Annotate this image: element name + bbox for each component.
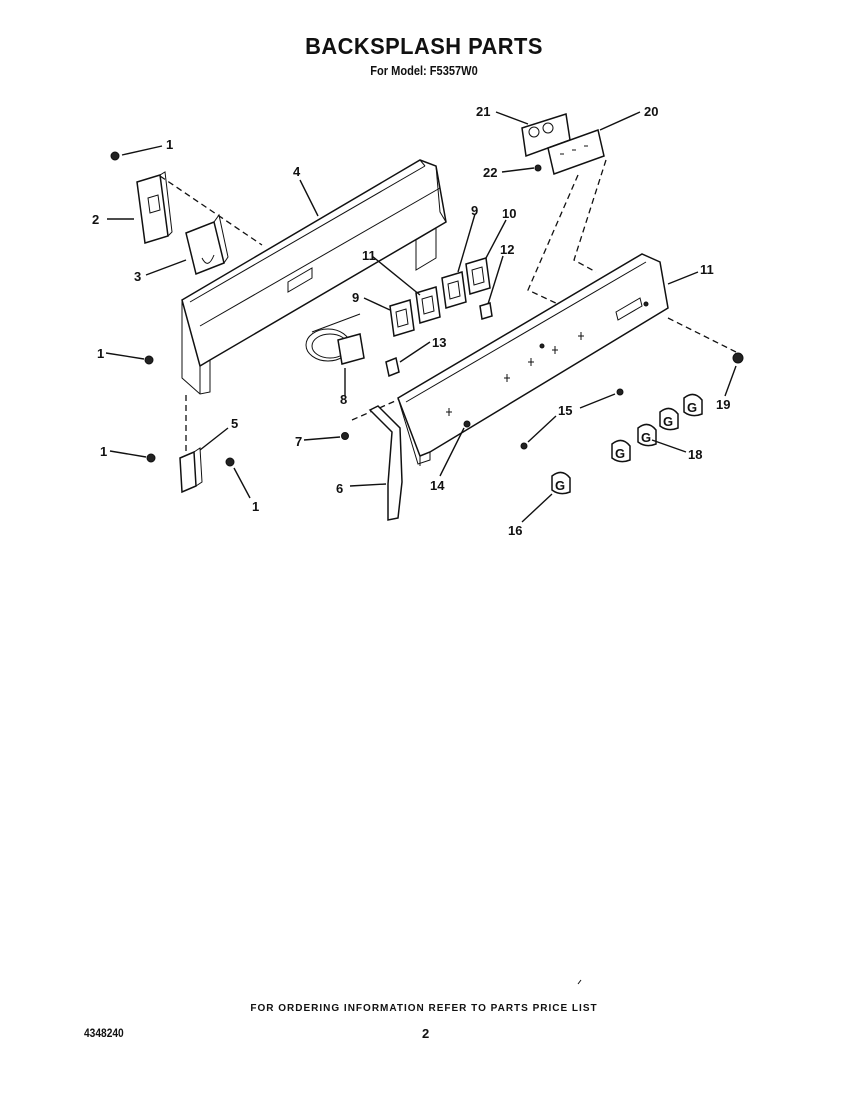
callout-14: 14 xyxy=(430,478,445,493)
callout-6: 6 xyxy=(336,481,343,496)
switch-part-10 xyxy=(465,219,507,295)
control-panel-part-11 xyxy=(397,253,699,466)
callout-15: 15 xyxy=(558,403,572,418)
screw-part-1-bottom xyxy=(225,457,251,499)
ordering-info-note: FOR ORDERING INFORMATION REFER TO PARTS … xyxy=(250,1003,598,1014)
screw-part-14 xyxy=(439,420,471,477)
callout-8: 8 xyxy=(340,392,347,407)
callout-1-bottom: 1 xyxy=(252,499,259,514)
callout-1-mid: 1 xyxy=(97,346,104,361)
indicator-light-part-12 xyxy=(479,255,504,320)
switch-part-9-left xyxy=(363,297,415,337)
callout-16: 16 xyxy=(508,523,522,538)
knob-part-16: G xyxy=(521,471,571,523)
screw-part-22 xyxy=(501,164,542,173)
bracket-part-3 xyxy=(145,213,229,276)
callout-20: 20 xyxy=(644,104,658,119)
screw-part-1-mid xyxy=(105,352,154,365)
callout-1-top: 1 xyxy=(166,137,173,152)
screw-part-15 xyxy=(520,388,624,450)
backsplash-housing-part-4 xyxy=(181,159,447,395)
screw-part-7 xyxy=(303,432,349,441)
callout-1-low: 1 xyxy=(100,444,107,459)
svg-text:G: G xyxy=(615,446,625,461)
callout-9-right: 9 xyxy=(471,203,478,218)
callout-18: 18 xyxy=(688,447,702,462)
stray-mark xyxy=(577,979,582,985)
callout-2: 2 xyxy=(92,212,99,227)
wiring-harness-part-8 xyxy=(305,313,365,396)
bracket-part-5 xyxy=(179,427,229,494)
end-bracket-part-6 xyxy=(349,405,403,521)
callout-5: 5 xyxy=(231,416,238,431)
switch-part-9-right xyxy=(441,213,476,309)
knob-part-18: G G G G xyxy=(611,393,703,463)
page-number: 2 xyxy=(422,1026,430,1041)
callout-9-left: 9 xyxy=(352,290,359,305)
callout-3: 3 xyxy=(134,269,141,284)
callout-19: 19 xyxy=(716,397,730,412)
callout-22: 22 xyxy=(483,165,497,180)
callout-7: 7 xyxy=(295,434,302,449)
model-subtitle: For Model: F5357W0 xyxy=(370,63,478,78)
lens-part-13 xyxy=(385,341,431,378)
svg-text:G: G xyxy=(687,400,697,415)
callout-labels: 1 2 3 4 1 1 1 5 6 7 8 9 11 9 10 12 13 14… xyxy=(92,104,730,538)
callout-12: 12 xyxy=(500,242,514,257)
svg-text:G: G xyxy=(641,430,651,445)
bracket-part-2 xyxy=(107,171,173,244)
assembly-dashed-lines xyxy=(159,159,737,455)
page-title: BACKSPLASH PARTS xyxy=(305,33,543,59)
document-number: 4348240 xyxy=(84,1026,124,1040)
svg-text:G: G xyxy=(555,478,565,493)
callout-21: 21 xyxy=(476,104,490,119)
screw-part-1-low xyxy=(109,450,156,463)
switch-part-11-left xyxy=(371,255,441,324)
clock-bracket-part-20 xyxy=(547,111,641,175)
screw-part-1-top xyxy=(110,145,163,161)
callout-11-left: 11 xyxy=(362,248,376,263)
callout-11-right: 11 xyxy=(700,262,714,277)
callout-13: 13 xyxy=(432,335,446,350)
svg-text:G: G xyxy=(663,414,673,429)
callout-4: 4 xyxy=(293,164,301,179)
screw-part-19 xyxy=(724,352,744,397)
callout-10: 10 xyxy=(502,206,516,221)
